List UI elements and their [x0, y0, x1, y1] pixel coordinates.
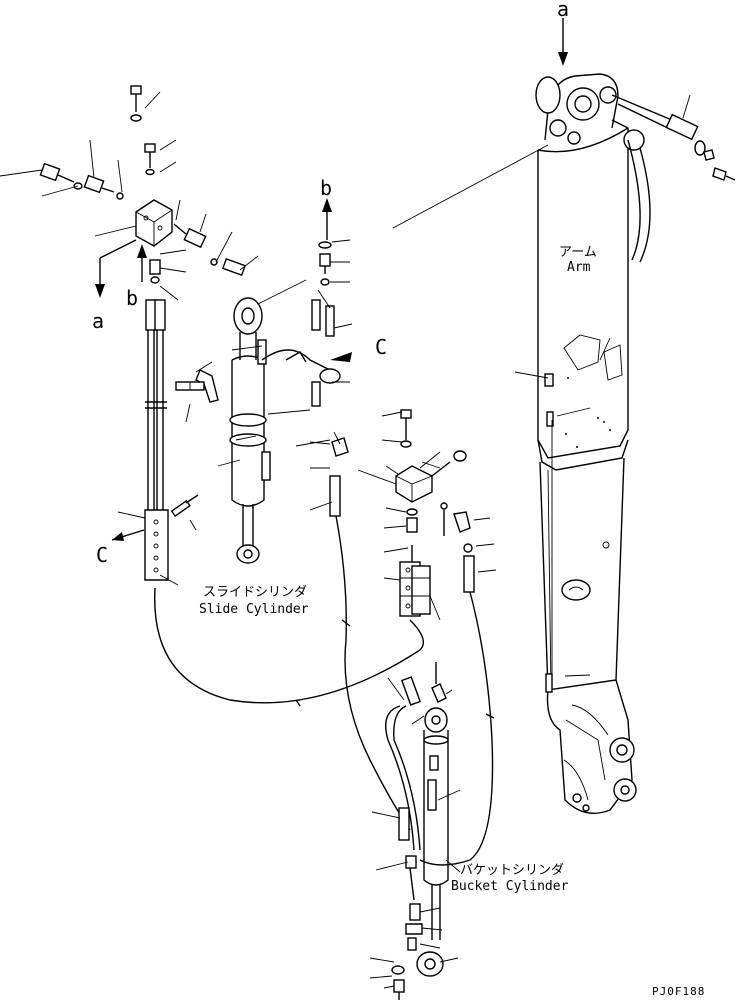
center-valve-block	[309, 409, 497, 866]
marker-b-left: b	[126, 286, 138, 310]
marker-c-left: C	[96, 543, 108, 567]
top-left-valve-block	[0, 85, 259, 301]
arm-label-jp: アーム	[559, 245, 597, 260]
view-arrows	[95, 18, 568, 298]
marker-b-mid: b	[320, 176, 332, 200]
bucket-cylinder	[369, 662, 461, 1000]
arm-label-en: Arm	[567, 260, 591, 275]
slide-label-en: Slide Cylinder	[199, 602, 309, 617]
marker-a-top: a	[557, 0, 569, 21]
drawing-code: PJ0F188	[652, 985, 705, 998]
slide-label-jp: スライドシリンダ	[203, 585, 307, 600]
bucket-label-jp: バケットシリンダ	[460, 863, 564, 878]
arm-assembly	[392, 73, 736, 814]
bucket-label-en: Bucket Cylinder	[451, 879, 569, 894]
marker-c-right: C	[375, 335, 387, 359]
slide-cylinder	[175, 239, 353, 564]
left-hose-pair	[111, 299, 424, 707]
marker-a-left: a	[92, 309, 104, 333]
